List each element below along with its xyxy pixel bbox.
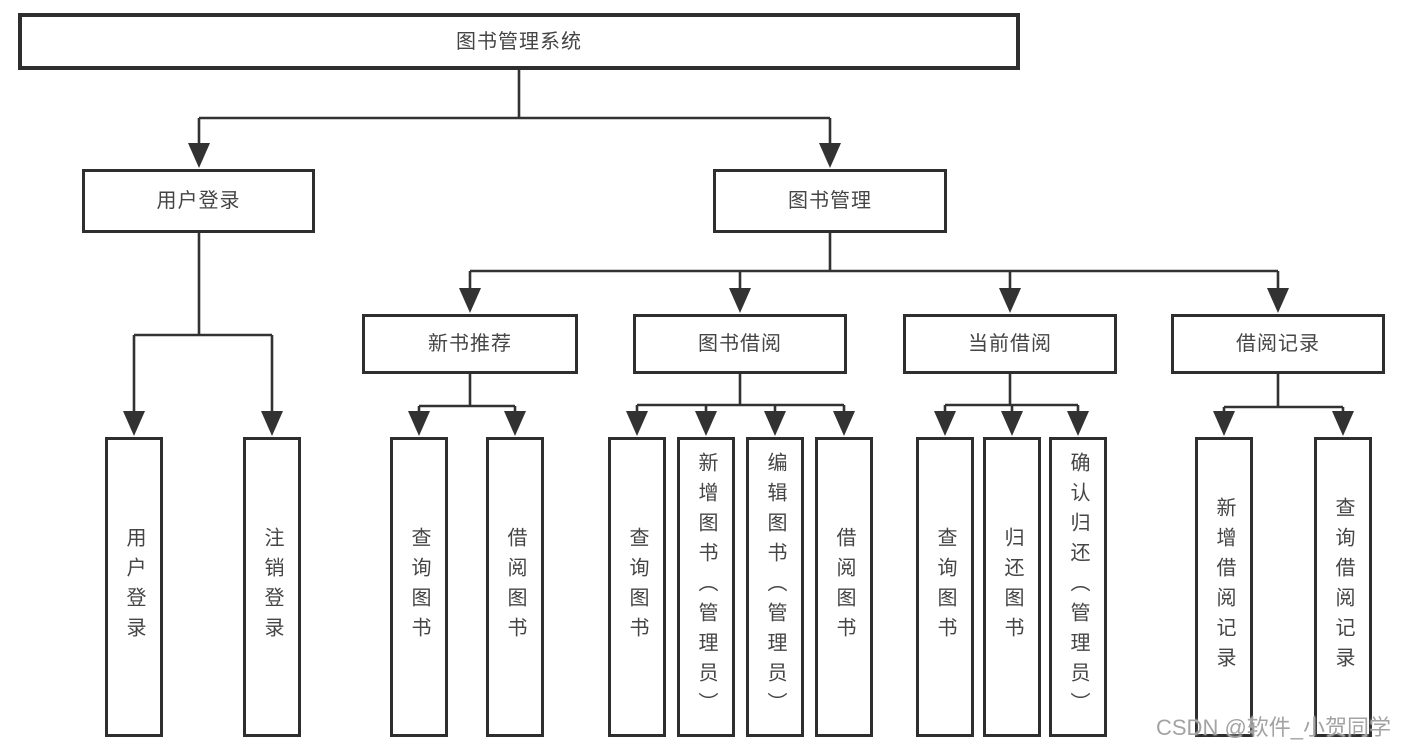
- leaf-query-borrow-record: 查询借阅记录: [1314, 437, 1372, 737]
- arrow-down-icon: [1332, 411, 1354, 436]
- leaf-query-books-current-label: 查询图书: [934, 527, 956, 647]
- leaf-add-borrow-record-label: 新增借阅记录: [1213, 497, 1235, 677]
- node-current-borrow: 当前借阅: [903, 314, 1117, 374]
- arrow-down-icon: [764, 411, 786, 436]
- node-root: 图书管理系统: [18, 13, 1020, 70]
- node-root-label: 图书管理系统: [456, 30, 582, 53]
- arrow-down-icon: [459, 288, 481, 313]
- leaf-query-books-new-label: 查询图书: [408, 527, 430, 647]
- node-new-book-recommend-label: 新书推荐: [428, 333, 512, 355]
- node-new-book-recommend: 新书推荐: [362, 314, 578, 374]
- leaf-logout: 注销登录: [243, 437, 301, 737]
- leaf-edit-book-admin-label: 编辑图书（管理员）: [764, 452, 786, 722]
- leaf-user-login: 用户登录: [105, 437, 163, 737]
- node-user-login: 用户登录: [82, 169, 315, 233]
- leaf-edit-book-admin: 编辑图书（管理员）: [746, 437, 804, 737]
- arrow-down-icon: [188, 143, 210, 168]
- arrow-down-icon: [408, 411, 430, 436]
- leaf-borrow-books-new-label: 借阅图书: [504, 527, 526, 647]
- arrow-down-icon: [123, 411, 145, 436]
- leaf-borrow-books-label: 借阅图书: [833, 527, 855, 647]
- current-borrow-branch-lines: [943, 374, 1080, 412]
- leaf-borrow-books-new: 借阅图书: [486, 437, 544, 737]
- arrow-down-icon: [819, 143, 841, 168]
- arrow-down-icon: [833, 411, 855, 436]
- leaf-add-book-admin: 新增图书（管理员）: [677, 437, 735, 737]
- arrow-down-icon: [934, 411, 956, 436]
- watermark: CSDN @软件_小贺同学: [1156, 715, 1392, 740]
- root-to-level2-lines: [197, 70, 832, 145]
- arrow-down-icon: [261, 411, 283, 436]
- node-book-borrow-label: 图书借阅: [698, 333, 782, 355]
- leaf-return-book-label: 归还图书: [1001, 527, 1023, 647]
- leaf-logout-label: 注销登录: [261, 527, 283, 647]
- leaf-query-books-new: 查询图书: [390, 437, 448, 737]
- leaf-query-books-current: 查询图书: [916, 437, 974, 737]
- node-user-login-label: 用户登录: [156, 190, 241, 212]
- leaf-add-book-admin-label: 新增图书（管理员）: [695, 452, 717, 722]
- leaf-query-borrow-record-label: 查询借阅记录: [1332, 497, 1354, 677]
- arrow-down-icon: [1001, 411, 1023, 436]
- node-borrow-records: 借阅记录: [1171, 314, 1385, 374]
- borrow-record-branch-lines: [1222, 374, 1345, 412]
- leaf-query-books-borrow-label: 查询图书: [626, 527, 648, 647]
- leaf-query-books-borrow: 查询图书: [608, 437, 666, 737]
- node-book-management-label: 图书管理: [788, 190, 872, 212]
- leaf-confirm-return-admin: 确认归还（管理员）: [1049, 437, 1107, 737]
- arrow-down-icon: [695, 411, 717, 436]
- leaf-add-borrow-record: 新增借阅记录: [1195, 437, 1253, 737]
- arrow-down-icon: [999, 288, 1021, 313]
- node-borrow-records-label: 借阅记录: [1236, 333, 1320, 355]
- arrow-down-icon: [1267, 288, 1289, 313]
- arrow-down-icon: [626, 411, 648, 436]
- leaf-user-login-label: 用户登录: [123, 527, 145, 647]
- leaf-confirm-return-admin-label: 确认归还（管理员）: [1067, 452, 1089, 722]
- node-current-borrow-label: 当前借阅: [968, 333, 1052, 355]
- new-book-branch-lines: [417, 374, 517, 412]
- arrow-down-icon: [504, 411, 526, 436]
- user-login-branch-lines: [132, 233, 274, 412]
- leaf-borrow-books: 借阅图书: [815, 437, 873, 737]
- node-book-management: 图书管理: [713, 169, 947, 233]
- book-borrow-branch-lines: [635, 374, 846, 412]
- node-book-borrow: 图书借阅: [633, 314, 847, 374]
- leaf-return-book: 归还图书: [983, 437, 1041, 737]
- book-management-branch-lines: [468, 233, 1280, 289]
- arrow-down-icon: [1067, 411, 1089, 436]
- arrow-down-icon: [729, 288, 751, 313]
- arrow-down-icon: [1213, 411, 1235, 436]
